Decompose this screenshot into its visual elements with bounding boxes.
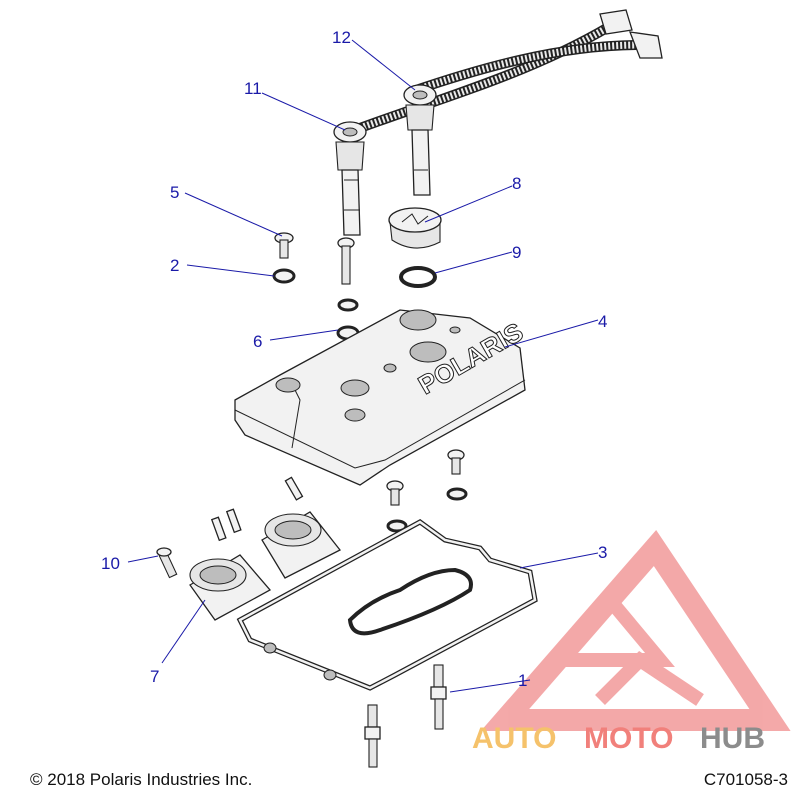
copyright-notice: © 2018 Polaris Industries Inc. <box>30 770 253 789</box>
callout-6: 6 <box>253 332 262 351</box>
valve-cover-gasket <box>236 519 538 691</box>
intake-boots <box>189 476 342 621</box>
leader-4 <box>504 319 599 348</box>
bolt-item-5 <box>274 232 294 259</box>
spark-plug-boot-right <box>403 84 437 196</box>
callout-12: 12 <box>332 28 351 47</box>
watermark-hub: HUB <box>700 722 765 755</box>
watermark-logo <box>480 529 791 731</box>
bolt-cover-right <box>446 449 468 501</box>
callout-9: 9 <box>512 243 521 262</box>
callout-7: 7 <box>150 667 159 686</box>
leader-11 <box>261 92 346 131</box>
spark-plug-right <box>430 664 447 730</box>
watermark-text: AUTO MOTO HUB <box>472 722 765 755</box>
bolt-item-10 <box>156 547 178 579</box>
washer-item-2 <box>272 268 296 284</box>
drawing-code: C701058-3 <box>703 770 788 789</box>
callout-10: 10 <box>101 554 120 573</box>
callout-1: 1 <box>518 671 527 690</box>
valve-cover: POLARIS <box>234 309 529 486</box>
callout-11: 11 <box>244 79 262 98</box>
leader-1 <box>449 679 531 693</box>
spark-plug-left <box>364 704 381 768</box>
callout-3: 3 <box>598 543 607 562</box>
watermark-auto: AUTO <box>472 722 556 755</box>
spark-plug-wires <box>358 9 663 133</box>
leader-12 <box>351 39 416 91</box>
bolt-center <box>337 237 359 312</box>
callout-4: 4 <box>598 312 607 331</box>
leader-6 <box>269 329 339 341</box>
oil-filler-cap <box>388 207 442 249</box>
callout-8: 8 <box>512 174 521 193</box>
bolt-cover-mid <box>386 480 408 533</box>
callout-2: 2 <box>170 256 179 275</box>
leader-3 <box>519 552 599 569</box>
spark-plug-boot-left <box>333 121 367 236</box>
leader-10 <box>127 555 159 563</box>
watermark-moto: MOTO <box>584 722 673 755</box>
leader-2 <box>186 264 275 277</box>
leader-9 <box>434 251 513 274</box>
callout-5: 5 <box>170 183 179 202</box>
leader-5 <box>184 192 283 237</box>
leader-7 <box>161 599 206 664</box>
leader-8 <box>424 185 513 223</box>
o-ring <box>399 266 437 288</box>
